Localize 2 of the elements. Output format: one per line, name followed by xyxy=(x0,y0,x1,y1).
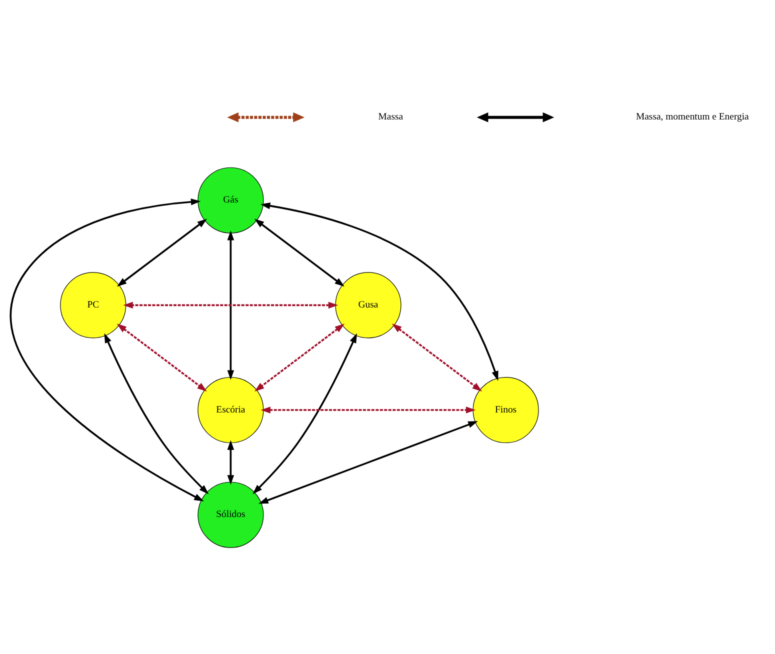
legend-label: Massa xyxy=(378,112,404,123)
legend-label: Massa, momentum e Energia xyxy=(636,112,749,123)
